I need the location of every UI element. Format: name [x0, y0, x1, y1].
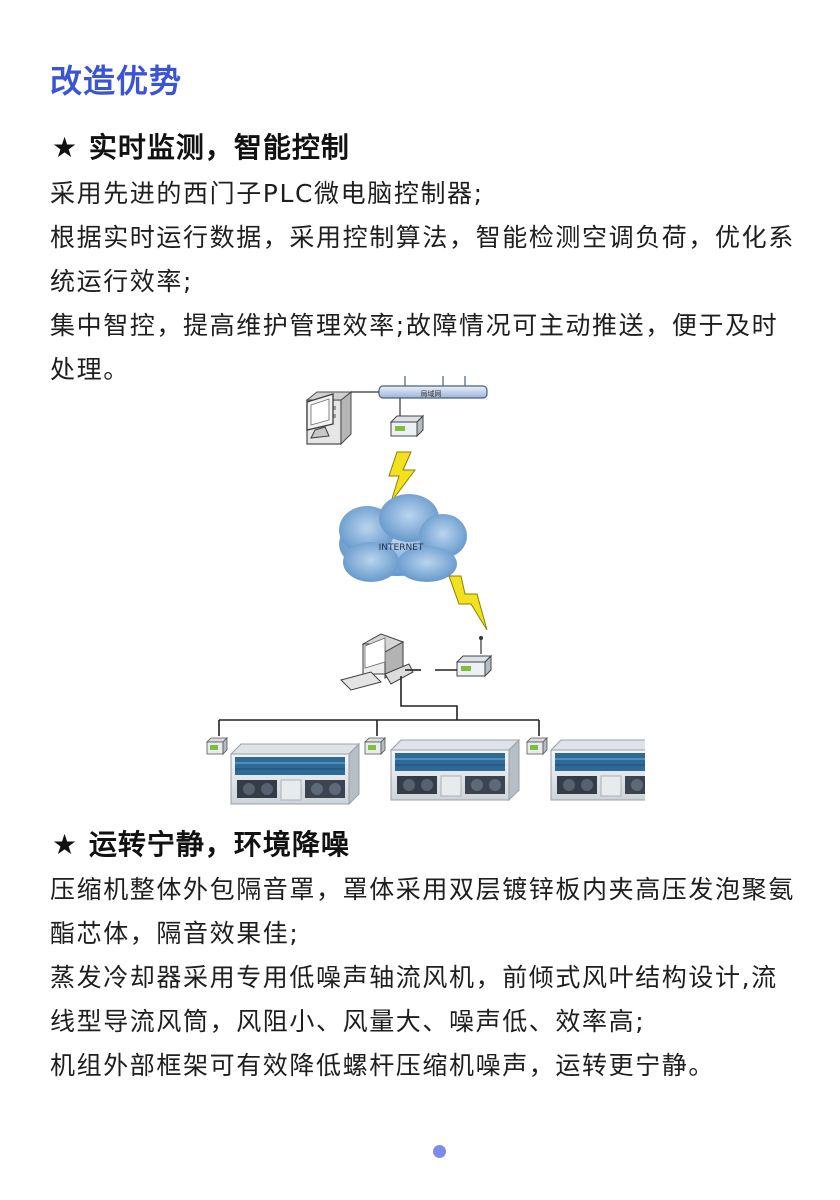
wireless-gateway-icon	[455, 636, 493, 678]
lightning-icon	[388, 451, 416, 503]
controller-icon	[526, 737, 548, 755]
controller-icon	[364, 737, 386, 755]
paragraph: 根据实时运行数据，采用控制算法，智能检测空调负荷，优化系统运行效率;	[50, 223, 795, 296]
router-icon	[389, 414, 425, 438]
network-diagram: 局域网 INTERNET	[206, 376, 645, 805]
cloud-label: INTERNET	[379, 543, 424, 553]
section-heading-noise: ★ 运转宁静，环境降噪	[52, 828, 350, 861]
page-title: 改造优势	[50, 62, 183, 100]
section-heading-monitoring: ★ 实时监测，智能控制	[52, 131, 350, 164]
cloud-icon: INTERNET	[339, 494, 467, 582]
paragraph: 集中智控，提高维护管理效率;故障情况可主动推送，便于及时处理。	[50, 311, 779, 384]
page-indicator-dot	[433, 1145, 446, 1158]
lightning-icon	[448, 575, 488, 631]
noise-text-block: 压缩机整体外包隔音罩，罩体采用双层镀锌板内夹高压发泡聚氨酯芯体，隔音效果佳; 蒸…	[50, 868, 800, 1088]
paragraph: 压缩机整体外包隔音罩，罩体采用双层镀锌板内夹高压发泡聚氨酯芯体，隔音效果佳;	[50, 875, 795, 948]
network-bus: 局域网	[351, 376, 488, 416]
chiller-unit-icon	[550, 739, 645, 801]
chiller-unit-icon	[230, 743, 360, 805]
server-monitor-icon	[306, 393, 334, 439]
paragraph: 采用先进的西门子PLC微电脑控制器;	[50, 179, 484, 208]
controller-icon	[206, 737, 228, 755]
paragraph: 蒸发冷却器采用专用低噪声轴流风机，前倾式风叶结构设计,流线型导流风筒，风阻小、风…	[50, 963, 778, 1036]
desktop-computer-icon	[340, 633, 414, 691]
wiring	[218, 669, 540, 736]
network-bus-label: 局域网	[421, 389, 442, 398]
monitoring-text-block: 采用先进的西门子PLC微电脑控制器; 根据实时运行数据，采用控制算法，智能检测空…	[50, 172, 800, 392]
paragraph: 机组外部框架可有效降低螺杆压缩机噪声，运转更宁静。	[50, 1051, 716, 1080]
chiller-unit-icon	[390, 739, 520, 801]
